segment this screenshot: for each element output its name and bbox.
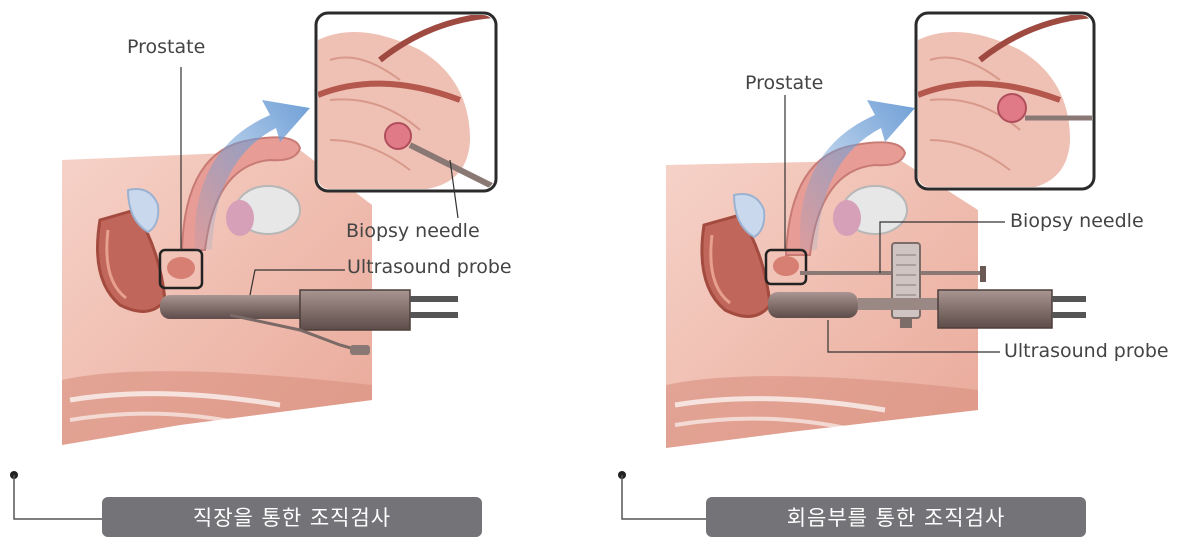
ultrasound-probe-label: Ultrasound probe	[347, 256, 512, 278]
transrectal-panel: Prostate Biopsy needle Ultrasound probe …	[0, 0, 589, 536]
prostate-label: Prostate	[745, 72, 823, 94]
biopsy-needle-label: Biopsy needle	[1010, 210, 1144, 232]
transrectal-caption: 직장을 통한 조직검사	[102, 497, 482, 537]
prostate-label: Prostate	[127, 36, 205, 58]
transperineal-caption: 회음부를 통한 조직검사	[706, 497, 1086, 537]
lesion	[385, 123, 411, 149]
transperineal-illustration	[600, 0, 1178, 536]
transperineal-panel: Prostate Biopsy needle Ultrasound probe …	[600, 0, 1178, 536]
ultrasound-probe-label: Ultrasound probe	[1004, 340, 1169, 362]
ultrasound-probe	[768, 292, 858, 318]
lesion	[998, 94, 1026, 122]
biopsy-needle-label: Biopsy needle	[346, 220, 480, 242]
